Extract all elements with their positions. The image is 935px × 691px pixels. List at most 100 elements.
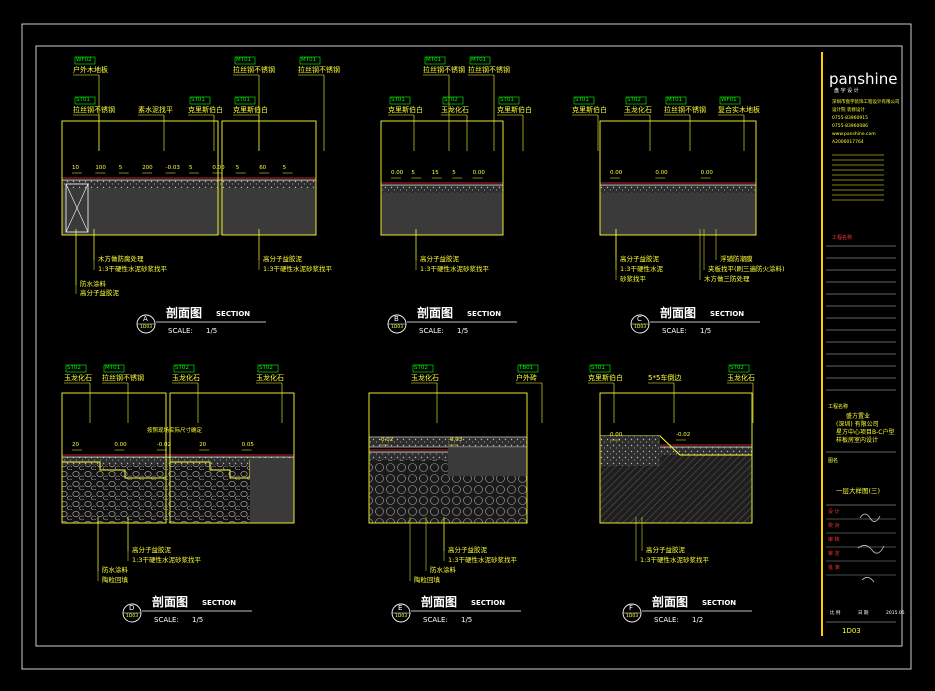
footer-field: 比 例 — [830, 611, 841, 616]
tag-box — [665, 96, 687, 105]
signature-marks — [857, 513, 885, 583]
project-name-line: 星方中心项目B-C户型 — [836, 429, 895, 436]
company-info-line: A2006017764 — [832, 140, 864, 145]
project-name-line: (深圳) 有限公司 — [836, 421, 879, 428]
material-tag-code: ST02 — [444, 97, 458, 103]
dimension-label: 5 — [452, 170, 456, 176]
material-tag-code: ST01 — [391, 97, 405, 103]
scale-value: 1/5 — [700, 327, 712, 335]
section-title: 剖面图 — [421, 595, 458, 609]
section-title: 剖面图 — [152, 595, 189, 609]
section-title: 剖面图 — [417, 306, 454, 320]
construction-note: 高分子益胶泥 — [448, 546, 487, 554]
material-tag-name: 克里斯伯白 — [188, 106, 223, 114]
tag-box — [234, 96, 256, 105]
construction-note: 高分子益胶泥 — [132, 546, 171, 554]
section-marker-sheet: 1D03 — [126, 614, 139, 619]
material-tag-code: MT01 — [471, 57, 487, 63]
scale-label: SCALE: — [662, 327, 687, 335]
material-tag-name: 玉龙化石 — [727, 374, 755, 382]
company-info-line: 深圳市盘宇装饰工程设计有限公司 — [832, 100, 900, 105]
scale-value: 1/5 — [457, 327, 469, 335]
tag-box — [469, 56, 491, 65]
tag-box — [412, 364, 434, 373]
material-tag-code: ST01 — [191, 97, 205, 103]
material-tag-name: 克里斯伯白 — [388, 106, 423, 114]
detail-frame-C — [599, 120, 757, 236]
section-marker-sheet: 1D03 — [395, 614, 408, 619]
material-tag-name: 玉龙化石 — [64, 374, 92, 382]
scale-value: 1/2 — [692, 616, 704, 624]
material-tag-code: ST01 — [76, 97, 90, 103]
tag-box — [498, 96, 520, 105]
drawing-name: 一层大样图(三) — [836, 487, 881, 495]
construction-note: 砂浆找平 — [620, 275, 646, 283]
footer-field: 2015.05 — [886, 611, 905, 616]
dimension-label: -0.03 — [448, 437, 463, 443]
inner-frame — [35, 45, 903, 647]
section-title: 剖面图 — [660, 306, 697, 320]
detail-frame-D — [61, 392, 167, 524]
material-tag-name: 拉丝钢不锈钢 — [102, 374, 144, 382]
material-tag-name: 5*5车倒边 — [648, 374, 682, 382]
section-title: 剖面图 — [652, 595, 689, 609]
material-tag-code: ST01 — [591, 365, 605, 371]
signature-row-label: 校 对 — [828, 523, 840, 529]
scale-value: 1/5 — [192, 616, 204, 624]
scale-value: 1/5 — [206, 327, 218, 335]
material-tag-name: 拉丝钢不锈钢 — [73, 106, 115, 114]
construction-note: 陶粒回填 — [414, 576, 440, 584]
floor-fill-B — [381, 193, 503, 235]
construction-note: 夹板找平(刷三遍防火涂料) — [708, 265, 785, 273]
construction-note: 防水涂料 — [430, 566, 456, 574]
tag-box — [257, 364, 279, 373]
timber-cross-A2 — [65, 183, 89, 233]
section-marker-letter: E — [398, 604, 403, 612]
construction-note: 1:3干硬性水泥砂浆找平 — [98, 265, 167, 273]
material-tag-code: ST02 — [730, 365, 744, 371]
construction-note: 1:3干硬性水泥 — [620, 265, 663, 273]
detail-frame-D-2 — [169, 392, 295, 524]
section-marker-letter: B — [394, 315, 399, 323]
section-marker-letter: A — [143, 315, 148, 323]
detail-frame-A-2 — [221, 120, 317, 236]
material-tag-name: 户外木地板 — [73, 66, 108, 74]
material-tag-name: 玉龙化石 — [441, 106, 469, 114]
detail-frame-F — [599, 392, 753, 524]
section-marker-letter: C — [637, 315, 642, 323]
tag-box — [74, 56, 96, 65]
dimension-label: 0.00 — [472, 170, 485, 176]
material-tag-code: MT01 — [426, 57, 442, 63]
material-tag-code: ST02 — [67, 365, 81, 371]
section-marker-letter: D — [129, 604, 135, 612]
tag-box — [389, 96, 411, 105]
material-tag-name: 玉龙化石 — [172, 374, 200, 382]
construction-note: 木方做防腐处理 — [98, 255, 144, 263]
signature-row-label: 批 准 — [828, 565, 840, 571]
detail-frame-B — [380, 120, 504, 236]
dimension-label: -0.03 — [165, 165, 180, 171]
dimension-label: 15 — [431, 170, 439, 176]
construction-note: 1:3干硬性水泥砂浆找平 — [263, 265, 332, 273]
tag-box — [234, 56, 256, 65]
section-title-en: SECTION — [202, 599, 237, 607]
signature-row-label: 审 核 — [828, 537, 840, 543]
dimension-label: 60 — [259, 165, 267, 171]
floor-fill-F — [600, 455, 752, 523]
material-tag-name: 玉龙化石 — [411, 374, 439, 382]
material-tag-code: MT01 — [236, 57, 252, 63]
dimension-label: 200 — [142, 165, 153, 171]
tag-box — [517, 364, 539, 373]
stone-fill-F — [600, 436, 660, 466]
dimension-label: 5 — [282, 165, 287, 171]
tag-box — [589, 364, 611, 373]
dimension-label: 20 — [72, 442, 79, 448]
dimension-label: 0.00 — [610, 432, 623, 438]
floor-fill-C — [600, 193, 756, 235]
dimension-label: 5 — [189, 165, 193, 171]
tag-box — [103, 364, 125, 373]
dimension-label: 10 — [72, 165, 79, 171]
material-tag-code: ST02 — [414, 365, 428, 371]
tag-box — [573, 96, 595, 105]
